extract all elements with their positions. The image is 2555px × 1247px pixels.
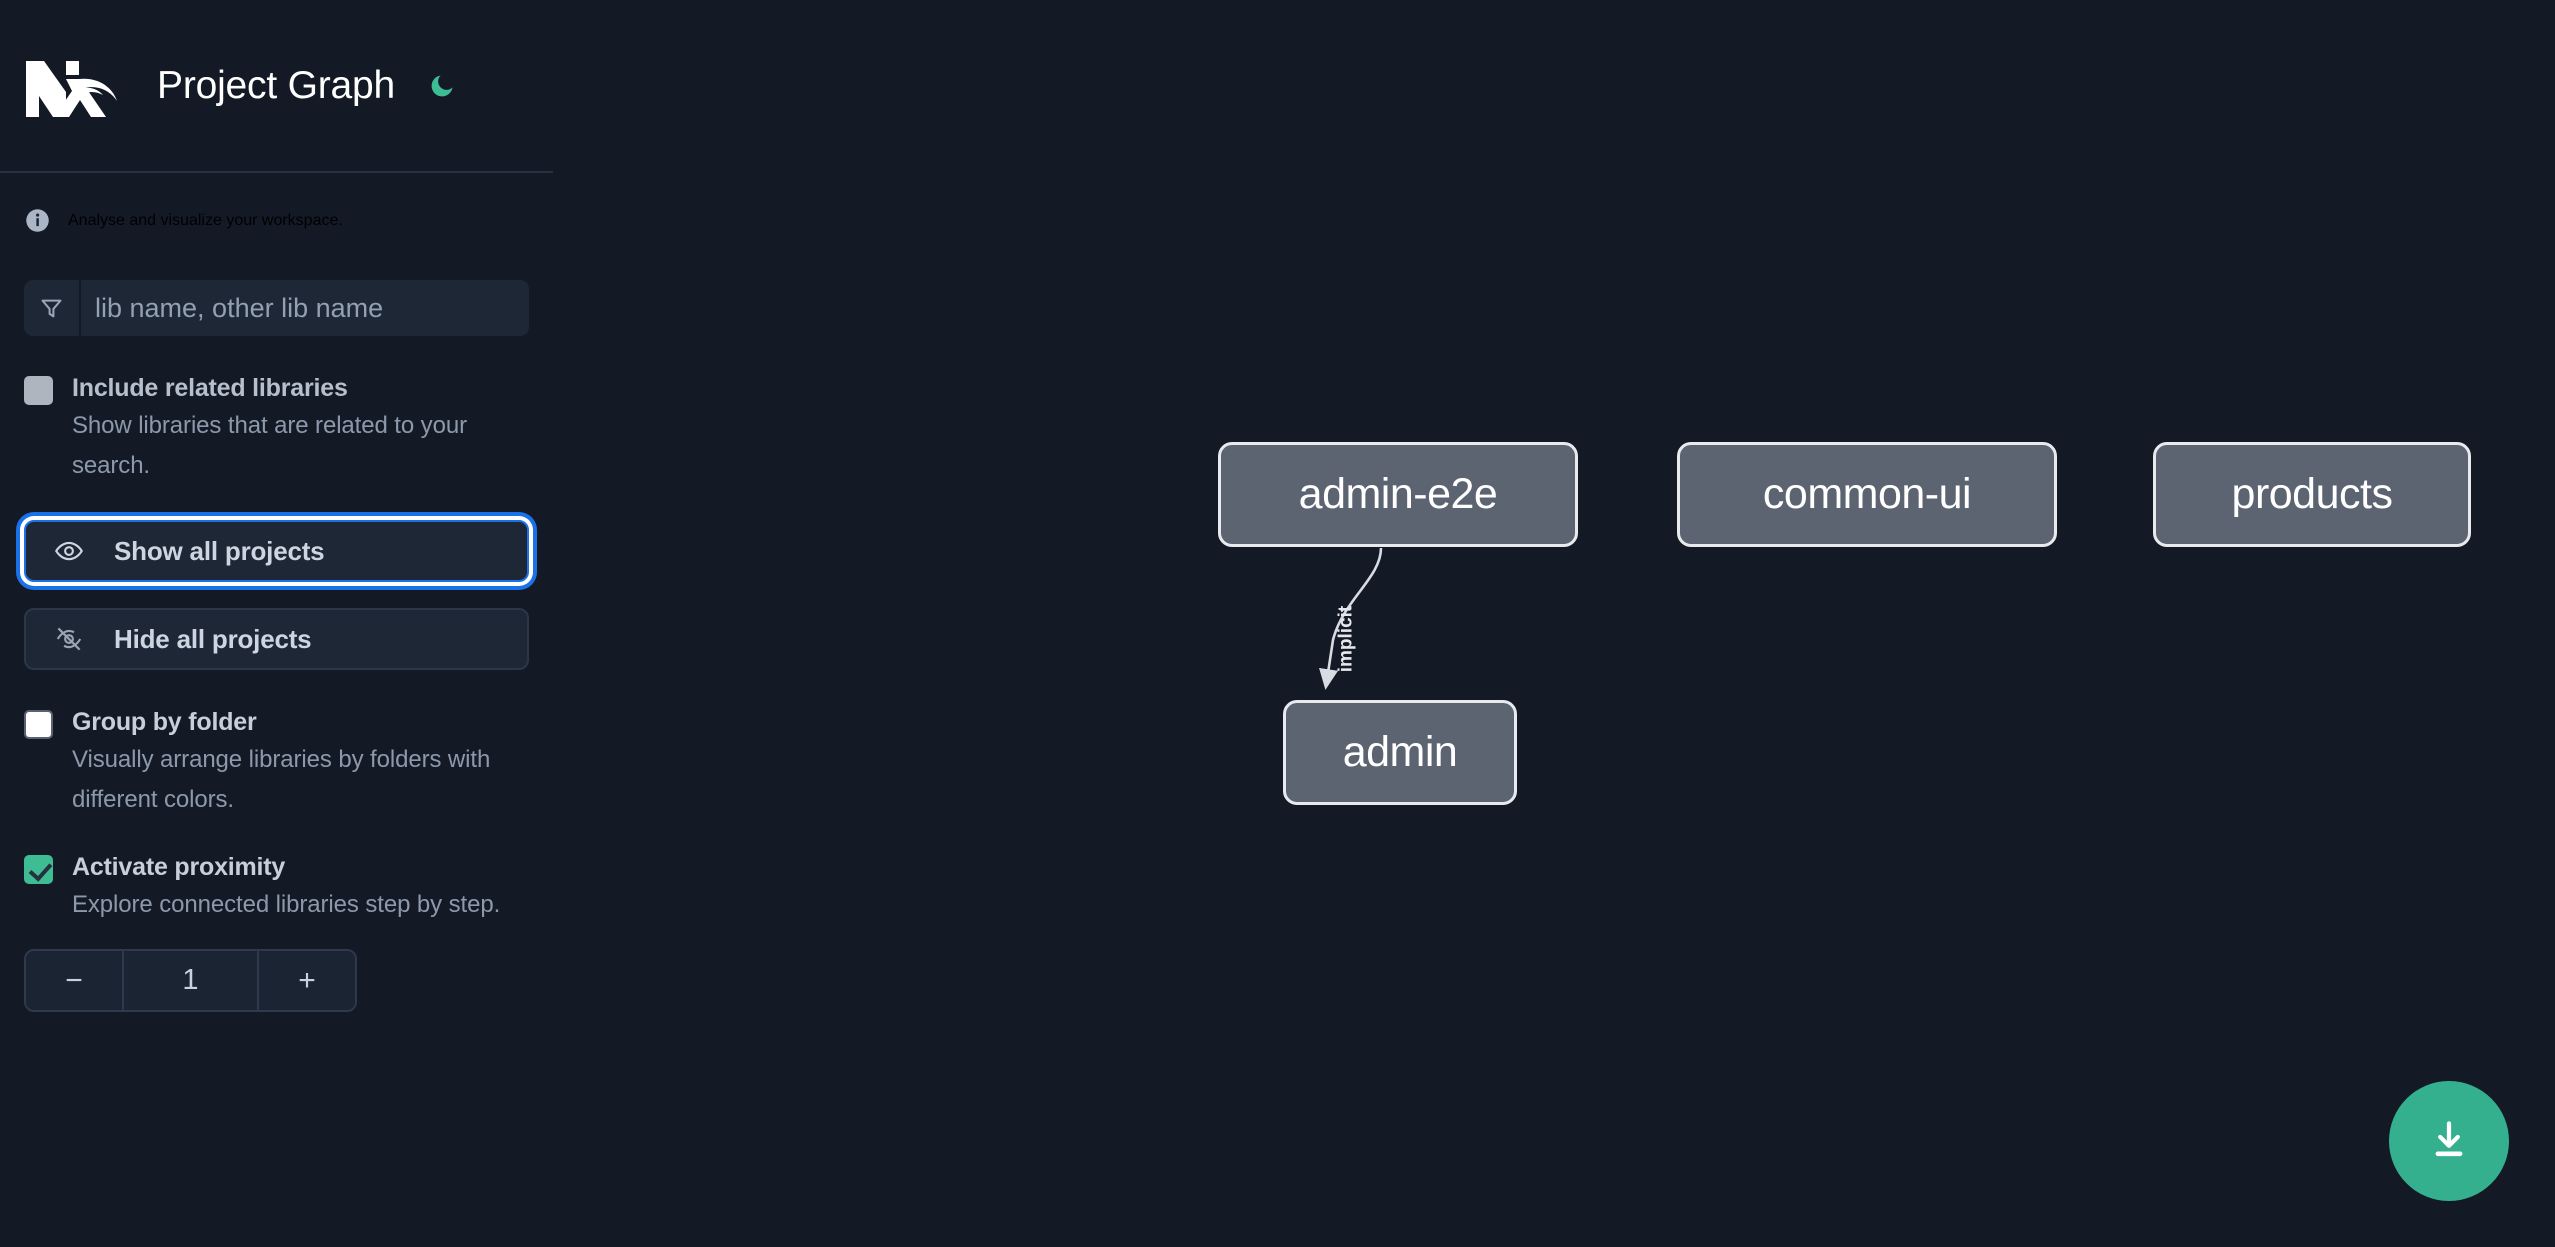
search-box[interactable] [24, 280, 529, 336]
group-by-folder-label: Group by folder [72, 708, 257, 736]
option-activate-proximity: Activate proximity Explore connected lib… [0, 820, 553, 925]
proximity-increment-button[interactable]: + [257, 951, 355, 1010]
sidebar-header: Project Graph [0, 0, 553, 173]
info-circle-icon [24, 207, 51, 234]
search-row [0, 234, 553, 336]
sidebar-info-text: Analyse and visualize your workspace. [68, 211, 343, 229]
graph-node-products[interactable]: products [2153, 442, 2471, 547]
include-related-libraries-desc: Show libraries that are related to your … [72, 412, 467, 479]
nx-logo-icon [22, 55, 120, 117]
show-all-projects-label: Show all projects [114, 535, 325, 566]
graph-edges [1319, 547, 1383, 690]
eye-icon [54, 536, 92, 566]
sidebar: Project Graph Analyse and visualize yo [0, 0, 553, 1247]
hide-all-projects-wrap: Hide all projects [0, 582, 553, 670]
graph-node-common-ui[interactable]: common-ui [1677, 442, 2057, 547]
filter-icon[interactable] [24, 280, 81, 336]
proximity-stepper-wrap: − 1 + [0, 925, 553, 1012]
edge-label-admin-e2e-admin: implicit [1335, 605, 1357, 673]
group-by-folder-checkbox[interactable] [24, 710, 53, 739]
eye-off-icon [54, 624, 92, 654]
proximity-decrement-button[interactable]: − [26, 951, 124, 1010]
group-by-folder-desc: Visually arrange libraries by folders wi… [72, 746, 491, 813]
activate-proximity-checkbox[interactable] [24, 855, 53, 884]
option-group-by-folder: Group by folder Visually arrange librari… [0, 670, 553, 820]
graph-node-admin[interactable]: admin [1283, 700, 1517, 805]
hide-all-projects-label: Hide all projects [114, 623, 312, 654]
proximity-stepper[interactable]: − 1 + [24, 949, 357, 1012]
show-all-projects-button[interactable]: Show all projects [24, 520, 529, 582]
graph-node-admin-e2e[interactable]: admin-e2e [1218, 442, 1578, 547]
include-related-libraries-label: Include related libraries [72, 374, 348, 402]
download-image-button[interactable] [2389, 1081, 2509, 1201]
option-include-related-libraries: Include related libraries Show libraries… [0, 336, 553, 486]
show-all-projects-wrap: Show all projects [0, 486, 553, 582]
proximity-value: 1 [124, 951, 257, 1010]
moon-icon[interactable] [425, 69, 459, 103]
graph-canvas[interactable]: admin-e2e common-ui products store-e2e a… [553, 0, 2555, 1247]
hide-all-projects-button[interactable]: Hide all projects [24, 608, 529, 670]
edge-admin-e2e-admin[interactable] [1319, 547, 1383, 690]
search-input[interactable] [81, 280, 529, 336]
include-related-libraries-checkbox[interactable] [24, 376, 53, 405]
page-title: Project Graph [157, 63, 396, 107]
activate-proximity-label: Activate proximity [72, 853, 286, 881]
activate-proximity-desc: Explore connected libraries step by step… [72, 891, 501, 918]
sidebar-info: Analyse and visualize your workspace. [0, 173, 553, 234]
download-icon [2426, 1117, 2472, 1166]
